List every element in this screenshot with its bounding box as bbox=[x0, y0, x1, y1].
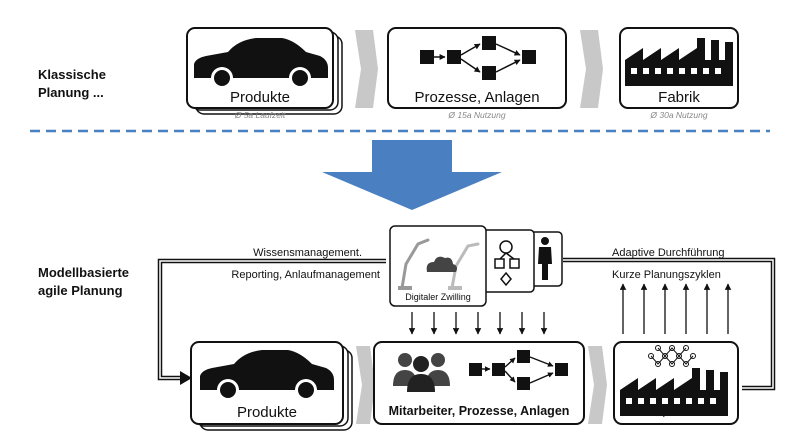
digital-twin-panel bbox=[389, 225, 563, 307]
right-loop-note: Adaptive Durchführung Kurze Planungszykl… bbox=[612, 247, 725, 281]
feedback-loop bbox=[157, 257, 776, 391]
classic-products-box bbox=[186, 27, 343, 115]
classic-factory-box bbox=[619, 27, 739, 109]
agile-processes-box bbox=[373, 341, 585, 425]
robot-icon bbox=[400, 238, 480, 290]
person-icon bbox=[538, 237, 552, 280]
classic-processes-note: Ø 15a Nutzung bbox=[448, 110, 506, 120]
agile-factory-title: Fabrik, Prod.Netz bbox=[624, 404, 728, 418]
up-arrows bbox=[619, 283, 732, 334]
agile-planning-label: Modellbasierte agile Planung bbox=[38, 265, 130, 298]
classic-factory-note: Ø 30a Nutzung bbox=[650, 110, 708, 120]
classic-factory-title: Fabrik bbox=[658, 89, 700, 106]
team-icon bbox=[393, 353, 450, 392]
process-flow-icon bbox=[420, 36, 536, 80]
network-icon bbox=[648, 345, 696, 367]
loop-arrowhead bbox=[180, 371, 192, 385]
down-arrows bbox=[408, 312, 548, 335]
agile-products-title: Produkte bbox=[236, 404, 298, 421]
classic-processes-title: Prozesse, Anlagen bbox=[414, 89, 540, 106]
chevron-arrow bbox=[356, 346, 375, 424]
agile-factory-box bbox=[613, 341, 739, 425]
process-flow-icon bbox=[469, 350, 568, 390]
left-loop-note: Wissensmanagement. Reporting, Anlaufmana… bbox=[231, 247, 380, 281]
agile-products-box bbox=[190, 341, 353, 431]
chevron-arrow bbox=[588, 346, 607, 424]
classic-products-title: Produkte bbox=[229, 89, 291, 106]
big-down-arrow bbox=[322, 140, 502, 210]
cloud-icon bbox=[426, 256, 457, 272]
classic-planning-label: Klassische Planung ... bbox=[38, 67, 106, 100]
chevron-arrow bbox=[355, 30, 378, 108]
chevron-arrow bbox=[580, 30, 603, 108]
classic-products-note: Ø 5a Laufzeit bbox=[234, 110, 286, 120]
classic-processes-box bbox=[387, 27, 567, 109]
network-icon bbox=[494, 240, 520, 287]
agile-processes-title: Mitarbeiter, Prozesse, Anlagen bbox=[388, 404, 570, 418]
digital-twin-title: Digitaler Zwilling bbox=[405, 292, 471, 302]
